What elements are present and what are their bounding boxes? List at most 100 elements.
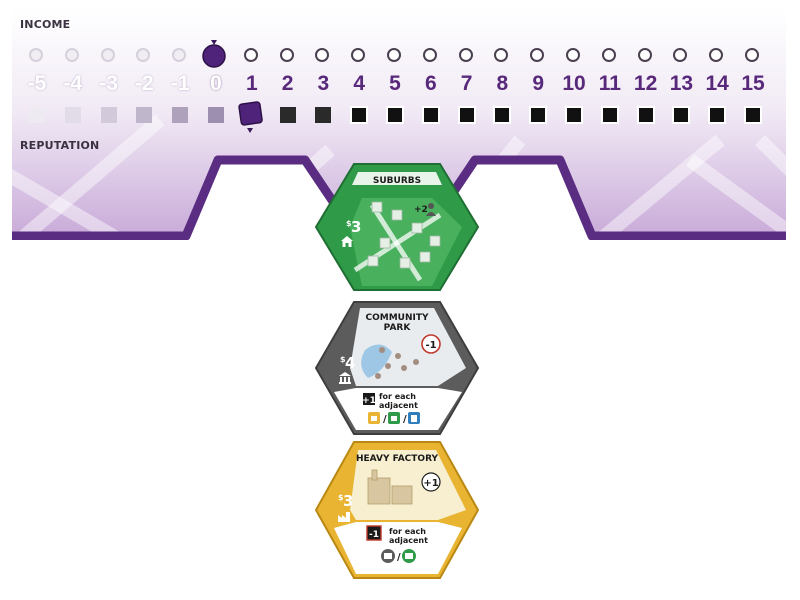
svg-text:/: / xyxy=(403,414,407,425)
track-value: 13 xyxy=(669,72,694,95)
track-cell[interactable]: 14 xyxy=(701,44,733,134)
reputation-slot[interactable] xyxy=(529,106,548,124)
income-slot[interactable] xyxy=(387,48,401,62)
track-cell[interactable]: 13 xyxy=(665,44,697,134)
income-slot[interactable] xyxy=(601,48,616,62)
track-cell[interactable]: 12 xyxy=(630,44,662,134)
tile-park-title-line2: PARK xyxy=(384,323,412,333)
track-cell[interactable]: -5 xyxy=(21,44,53,134)
income-slot[interactable] xyxy=(673,48,688,62)
reputation-slot[interactable] xyxy=(565,106,583,124)
institution-icon xyxy=(339,372,351,384)
track-cell[interactable]: 6 xyxy=(415,44,447,134)
reputation-label: REPUTATION xyxy=(20,139,100,152)
reputation-slot[interactable] xyxy=(64,107,81,123)
track-value: 6 xyxy=(424,72,437,95)
track-value: 1 xyxy=(245,72,258,95)
svg-text:/: / xyxy=(397,552,401,563)
income-slot[interactable] xyxy=(172,48,187,62)
track-value: 0 xyxy=(210,72,222,95)
track-cell[interactable]: -2 xyxy=(128,44,160,134)
house-icon xyxy=(402,549,416,563)
reputation-slot[interactable] xyxy=(136,107,153,123)
reputation-slot[interactable] xyxy=(172,107,189,123)
reputation-slot[interactable] xyxy=(279,107,296,123)
reputation-slot[interactable] xyxy=(315,107,332,123)
shop-icon xyxy=(388,412,400,424)
tile-suburbs-bonus: +2 xyxy=(414,205,428,215)
track-cell[interactable]: 11 xyxy=(594,44,626,134)
income-slot[interactable] xyxy=(243,48,258,62)
track-cell[interactable]: 9 xyxy=(522,44,554,134)
reputation-slot[interactable] xyxy=(672,106,691,124)
track-cell[interactable]: -3 xyxy=(93,44,125,134)
tile-park-effect-value: +1 xyxy=(362,396,376,406)
track-cell[interactable]: 4 xyxy=(343,44,375,134)
tile-factory-cost-symbol: $ xyxy=(338,493,344,502)
people-icon xyxy=(426,203,436,216)
tile-suburbs[interactable]: SUBURBS $ 3 +2 xyxy=(314,163,480,291)
track-value: 2 xyxy=(281,72,294,95)
reputation-slot[interactable] xyxy=(208,107,224,123)
track-cell[interactable]: 1 xyxy=(236,44,268,134)
income-slot[interactable] xyxy=(64,48,79,62)
income-slot[interactable] xyxy=(530,48,545,62)
reputation-slot[interactable] xyxy=(100,107,117,123)
tile-park-cost-symbol: $ xyxy=(340,355,346,364)
income-slot[interactable] xyxy=(136,48,151,62)
track-value: 11 xyxy=(598,72,621,95)
income-slot[interactable] xyxy=(351,48,366,62)
reputation-slot[interactable] xyxy=(386,106,404,124)
track-cell[interactable]: -1 xyxy=(164,44,196,134)
tile-community-park[interactable]: COMMUNITY PARK -1 $ 4 +1 for each adjace… xyxy=(314,301,480,435)
reputation-slot[interactable] xyxy=(350,106,369,124)
income-slot[interactable] xyxy=(315,48,330,62)
tile-factory-effect-line1: for each xyxy=(389,527,426,536)
reputation-slot[interactable] xyxy=(29,107,45,123)
track-value: 3 xyxy=(317,72,330,95)
tile-factory-title: HEAVY FACTORY xyxy=(356,454,439,464)
income-slot[interactable] xyxy=(745,48,759,62)
track-value: 12 xyxy=(633,72,658,95)
track-cell[interactable]: 7 xyxy=(451,44,483,134)
track-value: -4 xyxy=(63,72,83,95)
income-slot[interactable] xyxy=(637,48,652,62)
factory-icon xyxy=(338,512,350,522)
income-slot[interactable] xyxy=(279,48,294,62)
income-slot[interactable] xyxy=(458,48,473,62)
track-cell[interactable]: 0 xyxy=(200,44,232,134)
tile-park-cost: 4 xyxy=(345,354,355,372)
tile-suburbs-cost: 3 xyxy=(351,218,361,236)
tile-park-effect-line2: adjacent xyxy=(379,401,418,410)
track-cell[interactable]: 15 xyxy=(737,44,769,134)
reputation-slot[interactable] xyxy=(421,106,440,124)
tile-park-bonus: -1 xyxy=(425,340,436,351)
tile-heavy-factory[interactable]: HEAVY FACTORY +1 $ 3 -1 for each adjacen… xyxy=(314,441,480,579)
track-cell[interactable]: 10 xyxy=(558,44,590,134)
institution-icon xyxy=(381,549,395,563)
track-value: 15 xyxy=(741,72,765,95)
track-value: 8 xyxy=(496,72,509,95)
track-cell[interactable]: -4 xyxy=(57,44,89,134)
income-slot[interactable] xyxy=(422,48,437,62)
reputation-slot[interactable] xyxy=(708,106,727,124)
tile-factory-effect-line2: adjacent xyxy=(389,536,428,545)
income-slot[interactable] xyxy=(709,48,724,62)
reputation-slot[interactable] xyxy=(493,106,512,124)
track-value: 4 xyxy=(353,72,366,95)
income-slot[interactable] xyxy=(566,48,580,62)
income-slot[interactable] xyxy=(100,48,115,62)
reputation-slot[interactable] xyxy=(744,106,762,124)
income-slot[interactable] xyxy=(494,48,509,62)
reputation-slot[interactable] xyxy=(636,106,655,124)
income-slot[interactable] xyxy=(29,48,43,62)
tile-suburbs-title: SUBURBS xyxy=(373,176,421,186)
reputation-slot[interactable] xyxy=(600,106,619,124)
track-cell[interactable]: 3 xyxy=(307,44,339,134)
track-cell[interactable]: 2 xyxy=(272,44,304,134)
track-cell[interactable]: 5 xyxy=(379,44,411,134)
track-cell[interactable]: 8 xyxy=(486,44,518,134)
tile-factory-effect-value: -1 xyxy=(369,530,379,540)
reputation-slot[interactable] xyxy=(457,106,476,124)
